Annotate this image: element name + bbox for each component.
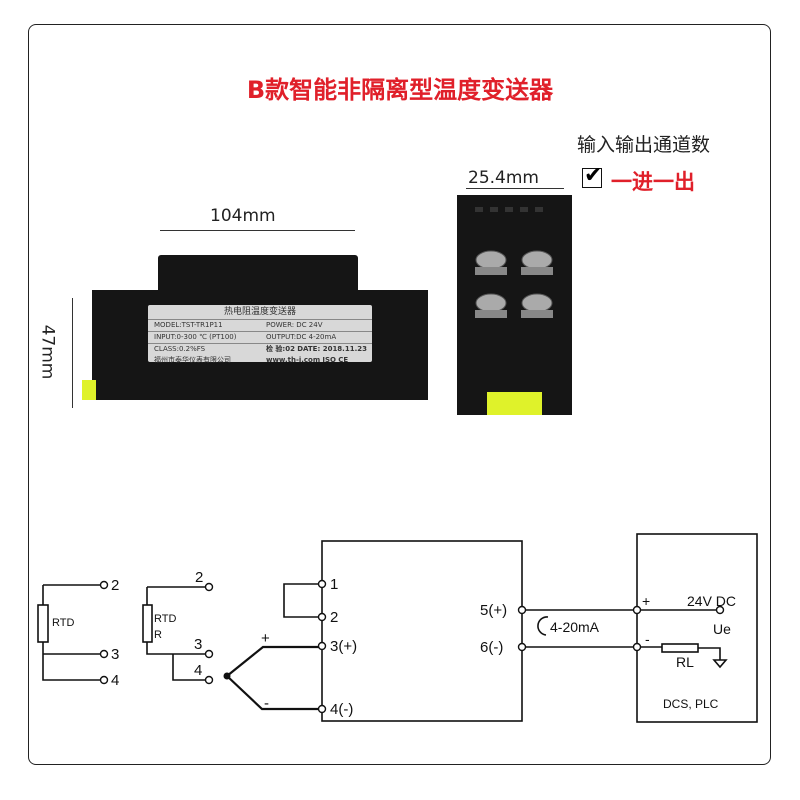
rtd1-label: RTD <box>52 617 74 629</box>
rtd2-terminal-3: 3 <box>194 636 202 653</box>
rtd1-terminal-3: 3 <box>111 646 119 663</box>
input-terminal-3: 3(+) <box>330 638 357 655</box>
thermocouple-wires <box>226 645 322 711</box>
tc-minus: - <box>264 695 269 712</box>
current-label: 4-20mA <box>550 619 600 635</box>
channels-heading: 输入输出通道数 <box>577 134 711 156</box>
frame <box>28 24 771 765</box>
dim-width-line <box>466 188 564 189</box>
input-terminal-4: 4(-) <box>330 701 353 718</box>
receiver-name: DCS, PLC <box>663 697 719 711</box>
ue-label: Ue <box>713 621 731 637</box>
rtd1-resistor <box>37 604 49 643</box>
jumper-1-2 <box>283 583 322 618</box>
input-terminal-2: 2 <box>330 609 338 626</box>
din-clip-front <box>487 392 542 415</box>
label-output: OUTPUT:DC 4-20mA <box>266 333 337 341</box>
label-class: CLASS:0.2%FS <box>154 345 206 353</box>
channels-option: 一进一出 <box>611 170 695 194</box>
page-title: B款智能非隔离型温度变送器 <box>246 76 554 104</box>
current-arrow-icon <box>537 616 549 636</box>
dim-width: 25.4mm <box>468 168 539 188</box>
label-inspection: 检 验:02 <box>266 345 295 353</box>
iso-mark: ISO <box>322 356 337 364</box>
transmitter-box <box>321 540 523 722</box>
receiver-plus: + <box>642 593 650 609</box>
dim-height-line <box>72 298 73 408</box>
rl-resistor <box>661 643 699 653</box>
tc-plus: + <box>261 630 270 647</box>
rl-label: RL <box>676 654 694 670</box>
din-clip <box>82 380 96 400</box>
label-model: MODEL:TST-TR1P11 <box>154 321 223 329</box>
label-date: DATE: 2018.11.23 <box>297 345 367 353</box>
label-name: 热电阻温度变送器 <box>223 307 296 317</box>
label-input: INPUT:0-300 ℃ (PT100) <box>154 333 237 341</box>
rtd2-label-r: R <box>154 629 162 641</box>
ground-icon <box>712 659 728 669</box>
output-terminal-6: 6(-) <box>480 639 503 656</box>
device-label: 热电阻温度变送器 MODEL:TST-TR1P11 POWER: DC 24V I… <box>148 305 372 364</box>
input-terminal-1: 1 <box>330 576 338 593</box>
rtd1-wires <box>42 584 100 681</box>
rtd2-terminal-2: 2 <box>195 569 203 586</box>
dim-length-line <box>160 230 355 231</box>
label-power: POWER: DC 24V <box>266 321 323 329</box>
output-terminal-5: 5(+) <box>480 602 507 619</box>
receiver-minus: - <box>645 631 650 647</box>
rtd2-resistor <box>142 604 153 643</box>
rtd1-terminal-4: 4 <box>111 672 119 689</box>
rtd1-terminal-2: 2 <box>111 577 119 594</box>
device-front <box>457 195 572 415</box>
label-company: 福州市泰华仪表有限公司 <box>154 356 231 364</box>
terminal-screws <box>475 207 553 318</box>
receiver-box <box>636 533 758 723</box>
supply-label: 24V DC <box>687 593 736 609</box>
ce-mark: CE <box>338 356 349 364</box>
check-icon: ✔ <box>584 163 603 188</box>
rtd2-terminal-4: 4 <box>194 662 202 679</box>
checkbox[interactable]: ✔ <box>582 163 602 188</box>
label-website: www.th-i.com <box>266 356 321 364</box>
device-top <box>158 255 358 295</box>
rtd2-label: RTD <box>154 613 176 625</box>
dim-length: 104mm <box>210 206 276 226</box>
